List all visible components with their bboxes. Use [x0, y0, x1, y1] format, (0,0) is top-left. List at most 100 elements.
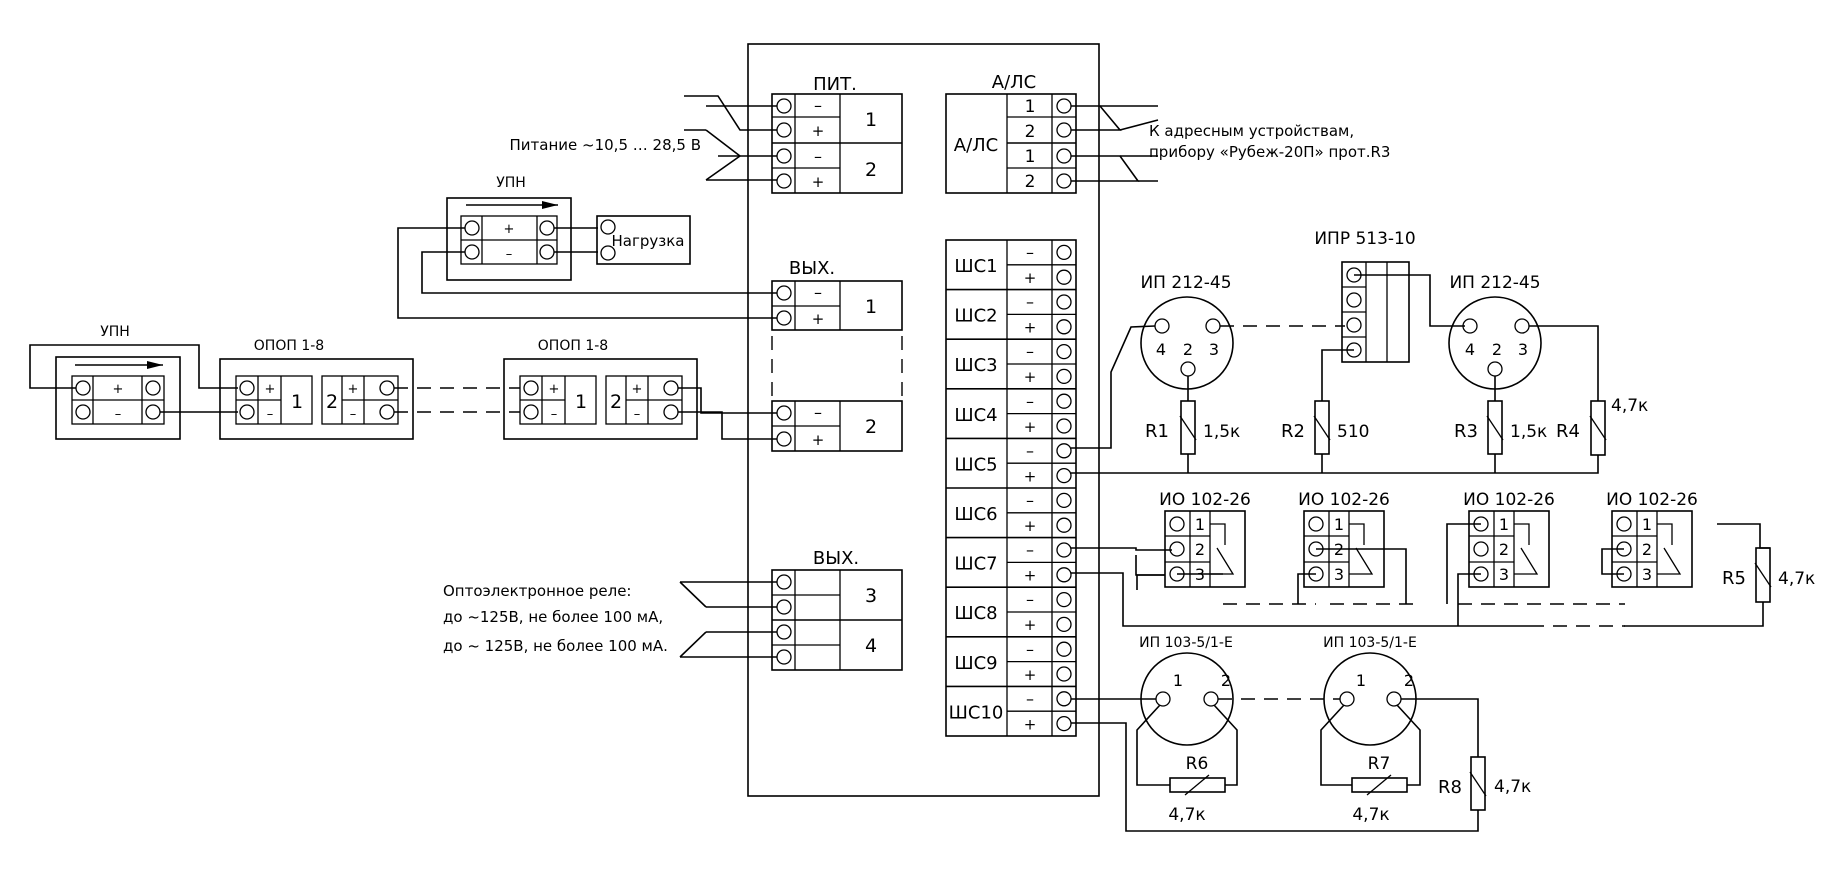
svg-text:+: +	[1024, 517, 1037, 535]
loop-label-2: ШС2	[954, 306, 997, 327]
svg-text:3: 3	[1334, 565, 1344, 584]
loop-label-8: ШС8	[954, 603, 997, 624]
svg-text:–: –	[814, 147, 822, 166]
als-side-label: А/ЛС	[954, 135, 998, 156]
loop-label-10: ШС10	[949, 702, 1004, 723]
out1-title: ВЫХ.	[789, 258, 835, 279]
svg-text:R3: R3	[1454, 421, 1478, 442]
svg-text:4: 4	[1465, 340, 1475, 359]
upn-top: УПН + –	[446, 175, 572, 281]
svg-text:2: 2	[865, 416, 877, 438]
svg-text:+: +	[1024, 567, 1037, 585]
svg-text:–: –	[350, 407, 357, 422]
upn-left-label: УПН	[100, 324, 130, 340]
opop-left: ОПОП 1-8 + – 1 2 + –	[219, 338, 414, 440]
heat-detector-2: ИП 103-5/1-Е 1 2	[1323, 635, 1417, 746]
svg-text:2: 2	[1492, 340, 1502, 359]
loop-label-1: ШС1	[954, 256, 997, 277]
device-body	[747, 43, 1100, 797]
manual-call-point: ИПР 513-10	[1314, 229, 1416, 363]
pit-ch-2: 2	[865, 159, 877, 181]
svg-text:3: 3	[1642, 565, 1652, 584]
io-label-4: ИО 102-26	[1606, 490, 1698, 510]
svg-text:2: 2	[1642, 540, 1652, 559]
svg-text:2: 2	[1183, 340, 1193, 359]
smoke-detector-1: ИП 212-45 4 2 3	[1140, 273, 1234, 390]
svg-text:2: 2	[1221, 671, 1231, 690]
relay-note-1: Оптоэлектронное реле:	[443, 582, 631, 600]
svg-text:+: +	[1024, 418, 1037, 436]
svg-text:–: –	[115, 407, 122, 422]
loop-label-4: ШС4	[954, 405, 997, 426]
svg-text:R2: R2	[1281, 421, 1305, 442]
svg-text:+: +	[1024, 269, 1037, 287]
svg-text:+: +	[1024, 616, 1037, 634]
svg-text:2: 2	[610, 391, 622, 413]
als-note-1: К адресным устройствам,	[1149, 122, 1354, 140]
svg-text:1,5к: 1,5к	[1203, 422, 1240, 442]
loop-label-5: ШС5	[954, 454, 997, 475]
svg-text:1: 1	[1025, 97, 1036, 117]
svg-text:2: 2	[1025, 122, 1036, 142]
svg-text:1: 1	[1195, 515, 1205, 534]
svg-text:4,7к: 4,7к	[1494, 777, 1531, 797]
heat-detector-1: ИП 103-5/1-Е 1 2	[1139, 635, 1234, 746]
svg-text:4,7к: 4,7к	[1352, 805, 1389, 825]
loop-label-7: ШС7	[954, 554, 997, 575]
svg-text:1: 1	[575, 391, 587, 413]
out2-title: ВЫХ.	[813, 548, 859, 569]
loop-label-3: ШС3	[954, 355, 997, 376]
svg-text:+: +	[504, 222, 515, 237]
svg-text:1,5к: 1,5к	[1510, 422, 1547, 442]
svg-text:+: +	[549, 382, 560, 397]
svg-text:510: 510	[1337, 422, 1369, 442]
pit-ch-1: 1	[865, 109, 877, 131]
svg-text:R6: R6	[1186, 754, 1209, 774]
svg-text:+: +	[1024, 467, 1037, 485]
svg-text:+: +	[812, 173, 825, 191]
resistor-r1: R1 1,5к	[1145, 400, 1240, 455]
loop-label-9: ШС9	[954, 653, 997, 674]
opop-right-label: ОПОП 1-8	[538, 338, 608, 354]
resistor-r4: R4 4,7к	[1556, 396, 1648, 456]
svg-text:2: 2	[1499, 540, 1509, 559]
svg-text:2: 2	[326, 391, 338, 413]
svg-text:4,7к: 4,7к	[1611, 396, 1648, 416]
upn-left: УПН + –	[55, 324, 181, 440]
svg-text:1: 1	[1025, 147, 1036, 167]
svg-text:1: 1	[1499, 515, 1509, 534]
svg-text:+: +	[1024, 715, 1037, 733]
als-note-2: прибору «Рубеж-20П» прот.R3	[1149, 143, 1390, 161]
loop-label-6: ШС6	[954, 504, 997, 525]
svg-text:3: 3	[865, 585, 877, 607]
svg-text:+: +	[1024, 319, 1037, 337]
svg-text:1: 1	[1642, 515, 1652, 534]
io-label-3: ИО 102-26	[1463, 490, 1555, 510]
svg-text:1: 1	[1173, 671, 1183, 690]
relay-note-2: до ~125В, не более 100 мА,	[443, 608, 663, 626]
svg-text:3: 3	[1209, 340, 1219, 359]
svg-text:+: +	[1024, 368, 1037, 386]
svg-text:1: 1	[1334, 515, 1344, 534]
als-terminal: А/ЛС А/ЛС 1 2 1 2	[945, 72, 1077, 194]
ip212-2-label: ИП 212-45	[1449, 273, 1540, 293]
resistor-r6: R6 4,7к	[1168, 754, 1226, 825]
svg-text:R4: R4	[1556, 421, 1580, 442]
svg-text:1: 1	[1356, 671, 1366, 690]
svg-text:–: –	[1026, 293, 1034, 312]
ip212-1-label: ИП 212-45	[1140, 273, 1231, 293]
out-terminal-3-4: ВЫХ. 3 4	[771, 548, 903, 671]
svg-text:–: –	[1026, 441, 1034, 460]
svg-text:–: –	[1026, 590, 1034, 609]
io-label-1: ИО 102-26	[1159, 490, 1251, 510]
svg-text:–: –	[814, 283, 822, 302]
relay-note-3: до ~ 125В, не более 100 мА.	[443, 637, 668, 655]
ip103-1-label: ИП 103-5/1-Е	[1139, 635, 1233, 651]
svg-text:+: +	[1024, 666, 1037, 684]
resistor-r7: R7 4,7к	[1351, 754, 1408, 825]
upn-top-label: УПН	[496, 175, 526, 191]
